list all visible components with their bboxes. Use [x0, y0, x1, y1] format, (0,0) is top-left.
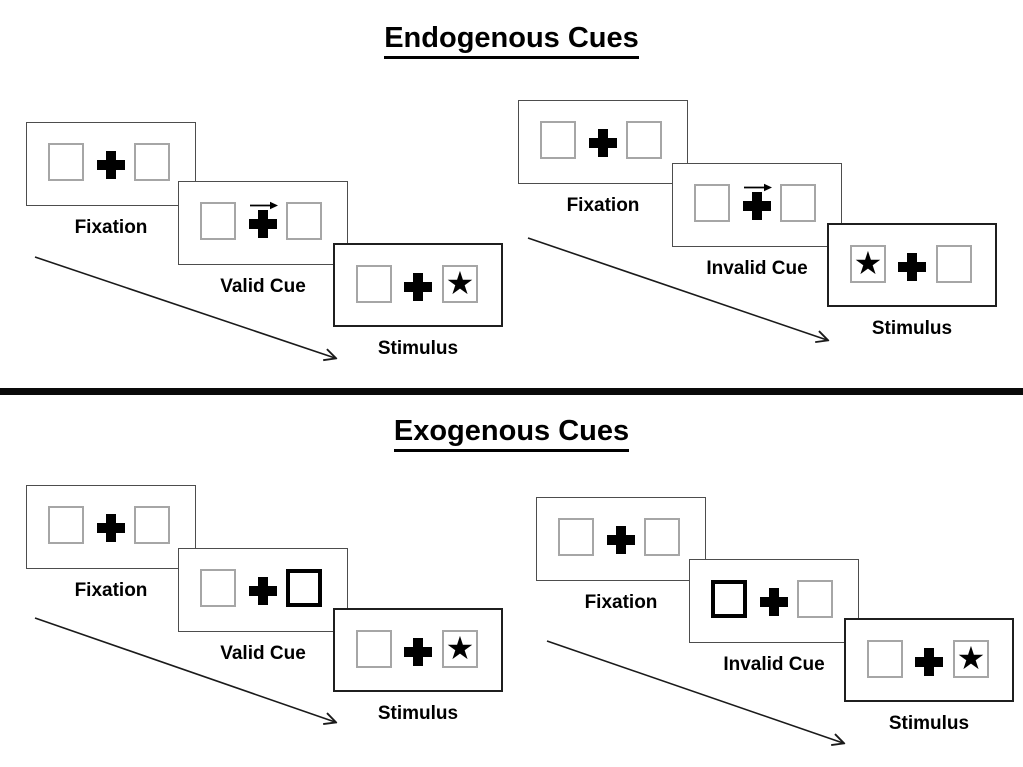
timeline-arrow	[546, 640, 851, 751]
fixation-cross-icon	[743, 192, 771, 220]
timeline-arrow	[34, 617, 343, 730]
fixation-cross-icon	[898, 253, 926, 281]
sequence-endogenous-valid: Fixation Valid Cue ★ Stimulus	[26, 122, 506, 372]
panel-label-fixation: Fixation	[74, 217, 148, 238]
placeholder-box-right	[134, 143, 170, 181]
stimulus-panel: ★	[844, 618, 1014, 702]
placeholder-box-right	[780, 184, 816, 222]
panel-label-cue: Invalid Cue	[723, 654, 825, 675]
section-title-text: Exogenous Cues	[393, 415, 630, 452]
section-divider	[0, 388, 1023, 395]
cue-arrow-right-icon	[250, 201, 278, 210]
panel-label-fixation: Fixation	[74, 580, 148, 601]
fixation-panel	[536, 497, 706, 581]
placeholder-box-left	[200, 202, 236, 240]
cue-highlight-box	[286, 569, 322, 607]
star-icon: ★	[853, 245, 883, 281]
cue-panel	[178, 181, 348, 265]
placeholder-box-left	[558, 518, 594, 556]
placeholder-box-left	[48, 506, 84, 544]
cue-panel	[672, 163, 842, 247]
sequence-exogenous-invalid: Fixation Invalid Cue ★ Stimulus	[536, 497, 1018, 752]
placeholder-box-right	[936, 245, 972, 283]
placeholder-box-right	[797, 580, 833, 618]
star-icon: ★	[445, 630, 475, 666]
placeholder-box-left	[48, 143, 84, 181]
fixation-cross-icon	[249, 210, 277, 238]
placeholder-box-left	[356, 630, 392, 668]
placeholder-box-right	[644, 518, 680, 556]
placeholder-box-left	[200, 569, 236, 607]
section-title-exogenous: Exogenous Cues	[0, 415, 1023, 452]
placeholder-box-left	[540, 121, 576, 159]
panel-label-stimulus: Stimulus	[377, 338, 459, 359]
sequence-exogenous-valid: Fixation Valid Cue ★ Stimulus	[26, 485, 506, 740]
fixation-cross-icon	[97, 151, 125, 179]
cue-arrow-right-icon	[744, 183, 772, 192]
fixation-cross-icon	[404, 638, 432, 666]
placeholder-box-left	[356, 265, 392, 303]
fixation-cross-icon	[915, 648, 943, 676]
section-title-endogenous: Endogenous Cues	[0, 22, 1023, 59]
sequence-endogenous-invalid: Fixation Invalid Cue ★ Stimulus	[518, 100, 1000, 350]
timeline-arrow	[34, 256, 341, 365]
fixation-cross-icon	[760, 588, 788, 616]
section-title-text: Endogenous Cues	[384, 22, 639, 59]
star-icon: ★	[445, 265, 475, 301]
fixation-cross-icon	[249, 577, 277, 605]
stimulus-star-box: ★	[850, 245, 886, 283]
fixation-cross-icon	[97, 514, 125, 542]
panel-label-cue: Invalid Cue	[706, 258, 808, 279]
fixation-cross-icon	[589, 129, 617, 157]
panel-label-cue: Valid Cue	[220, 276, 306, 297]
placeholder-box-right	[134, 506, 170, 544]
panel-label-fixation: Fixation	[566, 195, 640, 216]
fixation-cross-icon	[404, 273, 432, 301]
stimulus-star-box: ★	[953, 640, 989, 678]
panel-label-fixation: Fixation	[584, 592, 658, 613]
placeholder-box-left	[867, 640, 903, 678]
cue-highlight-box	[711, 580, 747, 618]
panel-label-stimulus: Stimulus	[871, 318, 953, 339]
placeholder-box-left	[694, 184, 730, 222]
timeline-arrow	[527, 237, 834, 348]
panel-label-stimulus: Stimulus	[888, 713, 970, 734]
cue-panel	[689, 559, 859, 643]
cue-panel	[178, 548, 348, 632]
fixation-panel	[26, 122, 196, 206]
panel-label-stimulus: Stimulus	[377, 703, 459, 724]
stimulus-panel: ★	[333, 243, 503, 327]
star-icon: ★	[956, 640, 986, 676]
stimulus-star-box: ★	[442, 630, 478, 668]
fixation-cross-icon	[607, 526, 635, 554]
placeholder-box-right	[286, 202, 322, 240]
stimulus-panel: ★	[333, 608, 503, 692]
stimulus-star-box: ★	[442, 265, 478, 303]
placeholder-box-right	[626, 121, 662, 159]
panel-label-cue: Valid Cue	[220, 643, 306, 664]
fixation-panel	[26, 485, 196, 569]
fixation-panel	[518, 100, 688, 184]
stimulus-panel: ★	[827, 223, 997, 307]
